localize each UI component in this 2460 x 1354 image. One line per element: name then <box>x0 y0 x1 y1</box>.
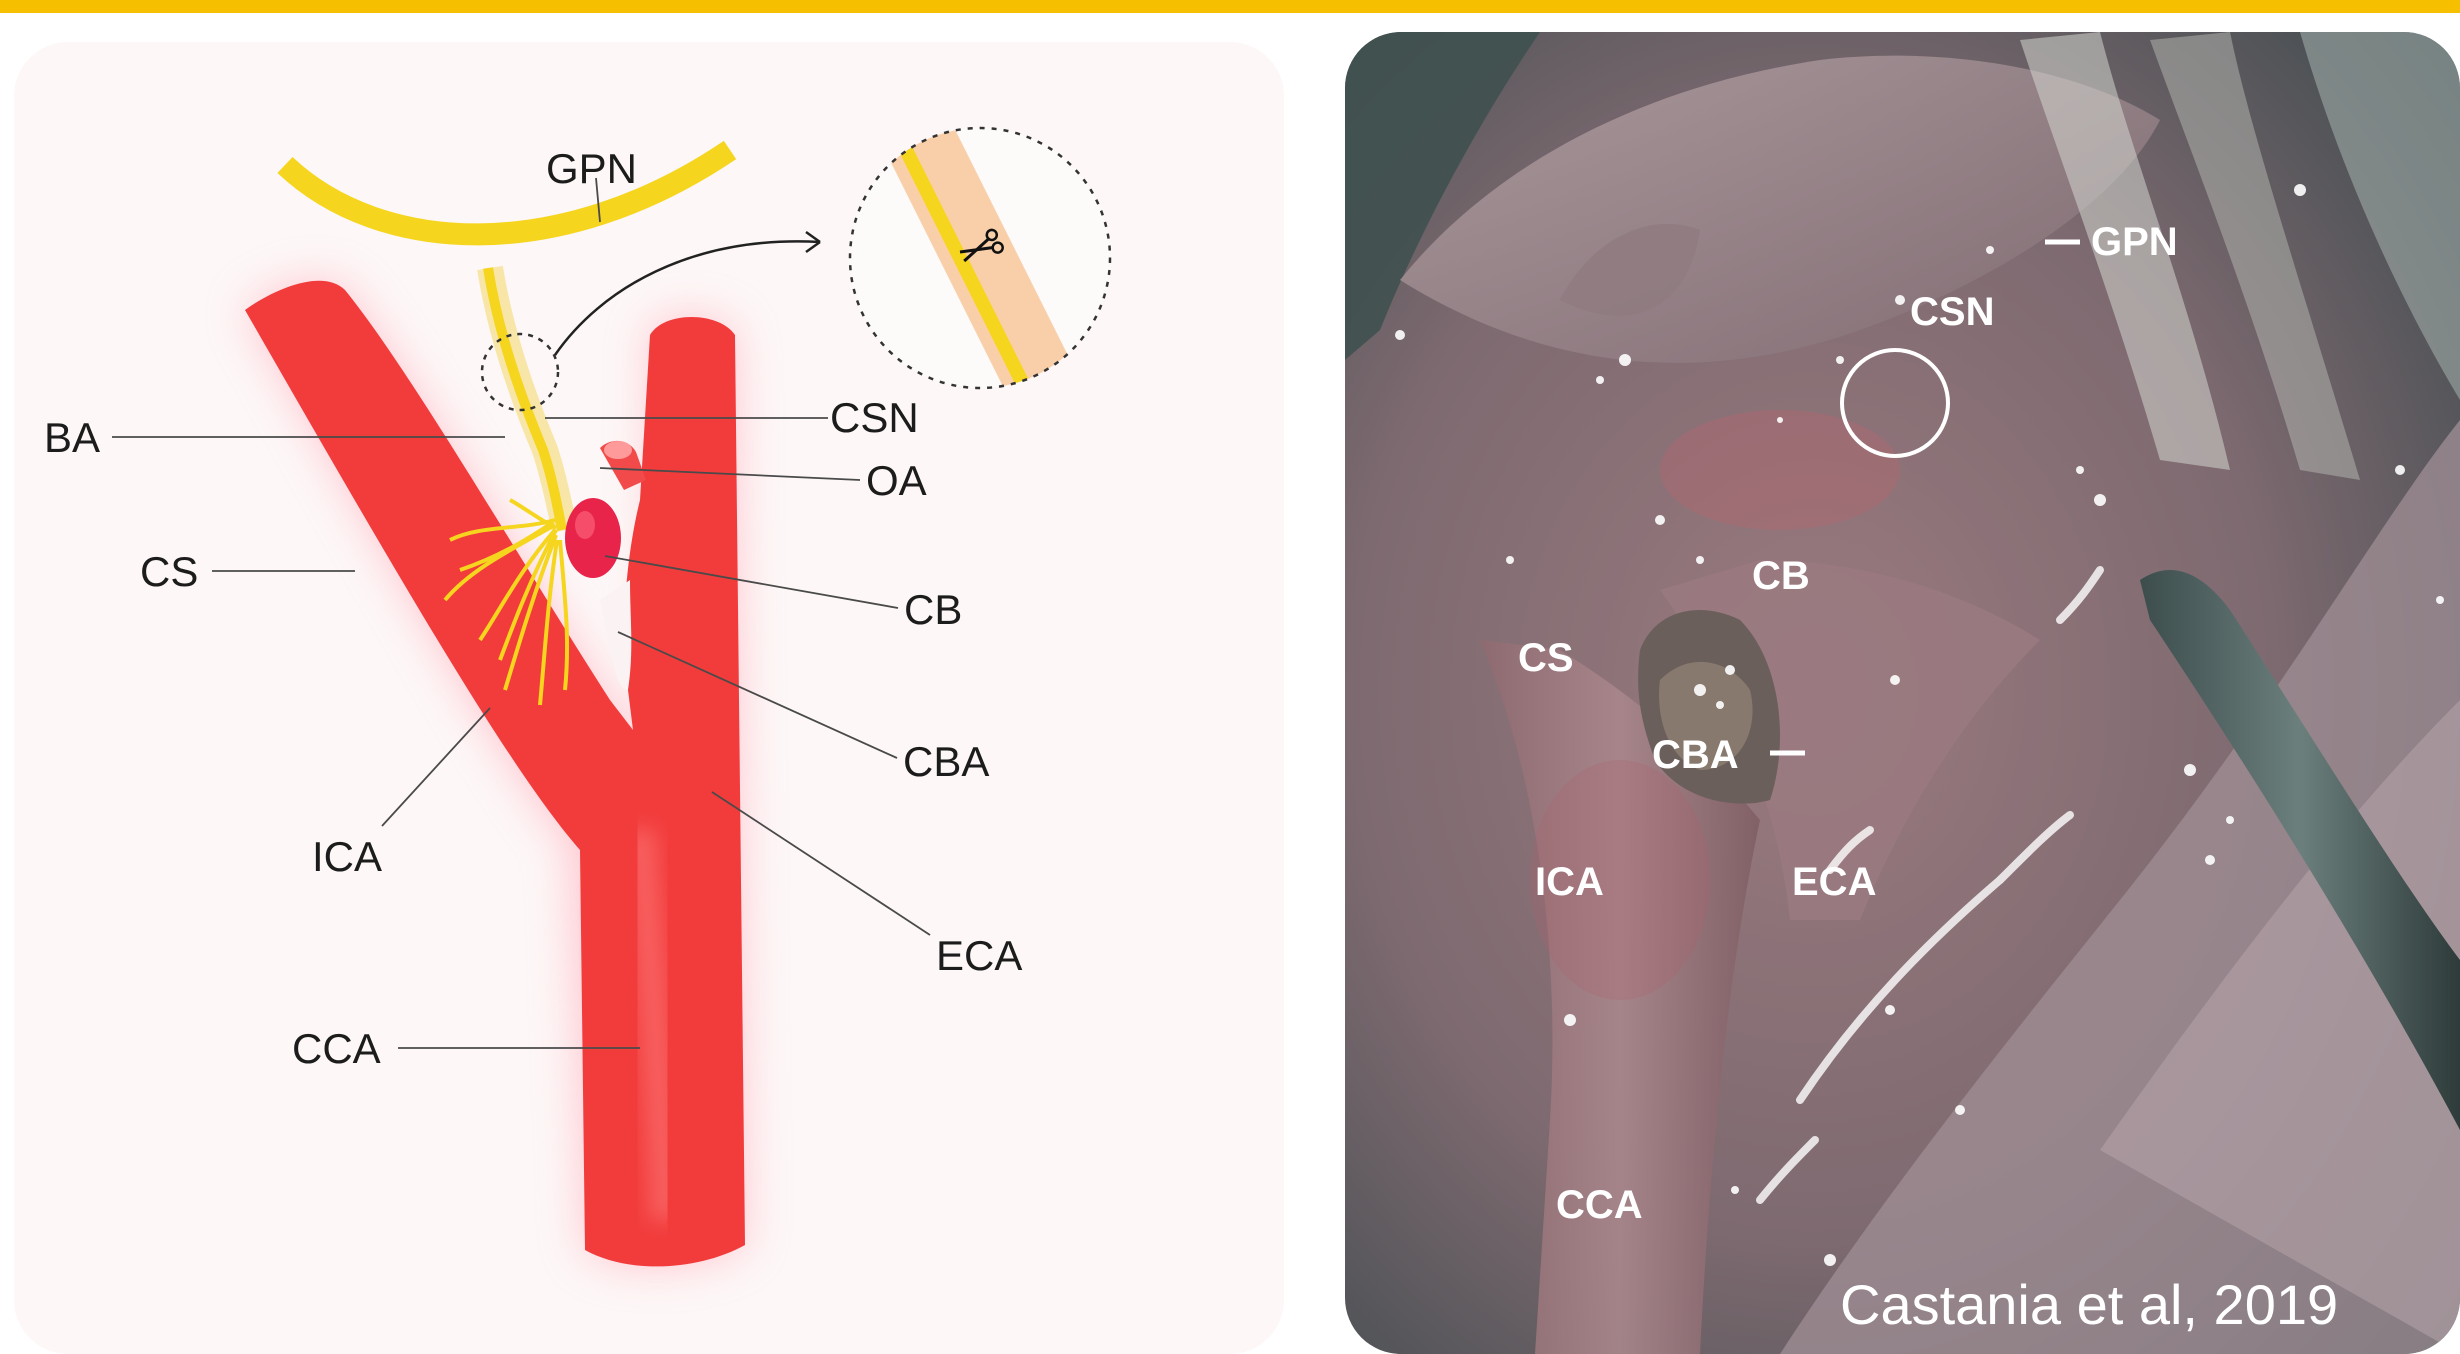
label-cca: CCA <box>292 1025 381 1072</box>
photo-label-cba: CBA <box>1652 733 1739 777</box>
glossopharyngeal-nerve-shape <box>285 150 730 234</box>
photo-label-ica: ICA <box>1535 860 1604 904</box>
photo-label-csn: CSN <box>1910 290 1994 334</box>
label-oa: OA <box>866 457 927 504</box>
surgical-photo: GPN CSN CB CS CBA ICA ECA CCA <box>1345 32 2460 1354</box>
anatomy-diagram: GPN BA CSN OA CS CB CBA ICA ECA CCA <box>44 110 1110 1266</box>
photo-citation: Castania et al, 2019 <box>1840 1272 2440 1337</box>
carotid-sinus-nerve-shape <box>488 268 562 530</box>
carotid-body-highlight <box>575 511 595 539</box>
label-cb: CB <box>904 586 962 633</box>
photo-label-cca: CCA <box>1556 1183 1643 1227</box>
magnified-inset <box>850 110 1110 408</box>
photo-label-eca: ECA <box>1792 860 1876 904</box>
label-ba: BA <box>44 414 100 461</box>
label-cs: CS <box>140 548 198 595</box>
label-cba: CBA <box>903 738 989 785</box>
label-ica: ICA <box>312 833 382 880</box>
photo-label-gpn: GPN <box>2091 220 2178 264</box>
photo-label-cs: CS <box>1518 636 1574 680</box>
label-csn: CSN <box>830 394 919 441</box>
label-gpn: GPN <box>546 145 637 192</box>
occipital-artery-lumen <box>604 441 632 459</box>
photo-label-cb: CB <box>1752 554 1810 598</box>
label-eca: ECA <box>936 932 1022 979</box>
carotid-body-shape <box>565 498 621 578</box>
